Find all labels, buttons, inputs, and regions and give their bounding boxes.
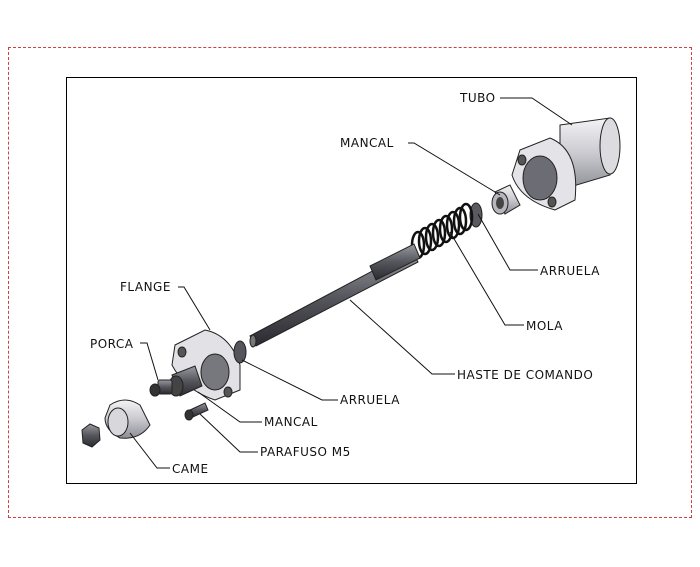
leader-parafuso	[199, 413, 258, 453]
haste-de-comando-part	[249, 243, 421, 348]
label-tubo: TUBO	[459, 91, 496, 105]
mola-part	[410, 202, 474, 260]
label-arruela-bottom: ARRUELA	[340, 393, 400, 407]
label-porca: PORCA	[90, 337, 134, 351]
leader-mancal-bottom	[197, 391, 262, 423]
label-mola: MOLA	[526, 319, 563, 333]
leader-porca	[140, 342, 159, 381]
leader-arruela-top	[477, 213, 538, 271]
leader-arruela-bottom	[241, 359, 338, 401]
leader-haste	[349, 299, 455, 375]
mancal-top-part	[491, 184, 521, 215]
label-mancal-top: MANCAL	[340, 136, 394, 150]
label-arruela-top: ARRUELA	[540, 264, 600, 278]
leader-flange	[178, 286, 211, 331]
leader-came	[129, 432, 170, 469]
tubo-part	[511, 117, 621, 211]
label-flange: FLANGE	[120, 280, 171, 294]
label-mancal-bottom: MANCAL	[264, 415, 318, 429]
arruela-top-part	[469, 202, 483, 228]
porca-part	[149, 379, 173, 397]
leader-lines	[129, 97, 573, 469]
nut-part	[81, 423, 101, 448]
parafuso-m5-part	[184, 402, 209, 421]
label-haste: HASTE DE COMANDO	[457, 368, 593, 382]
label-parafuso: PARAFUSO M5	[260, 445, 351, 459]
leader-mancal-top	[408, 142, 501, 196]
part-labels: TUBO MANCAL ARRUELA MOLA HASTE DE COMAND…	[90, 91, 600, 476]
arruela-bottom-part	[233, 340, 247, 364]
came-part	[104, 399, 151, 439]
leader-tubo	[500, 97, 573, 126]
sheet-border	[8, 47, 692, 518]
leader-mola	[449, 231, 524, 326]
label-came: CAME	[172, 462, 209, 476]
